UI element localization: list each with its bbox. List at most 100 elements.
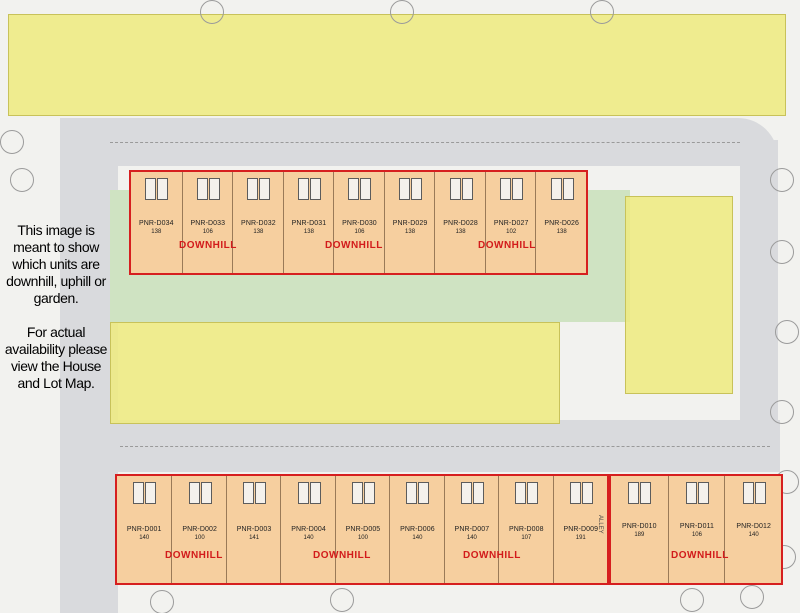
garden-block-right — [625, 196, 733, 394]
downhill-tag: DOWNHILL — [313, 550, 371, 561]
unit-id-label: PNR-D027 — [493, 220, 529, 227]
tree-icon — [770, 240, 794, 264]
unit-id-label: PNR-D026 — [544, 220, 580, 227]
unit-id-label: PNR-D007 — [454, 526, 490, 533]
garage-icon — [145, 482, 157, 504]
unit-size-label: 106 — [691, 532, 702, 538]
downhill-tag: DOWNHILL — [325, 240, 383, 251]
unit-id-label: PNR-D002 — [182, 526, 217, 533]
lot-unit: PNR-D001 140 — [117, 476, 171, 583]
unit-id-label: PNR-D005 — [345, 526, 381, 533]
unit-size-label: 106 — [354, 229, 365, 235]
unit-size-label: 138 — [303, 229, 314, 235]
garage-icon — [461, 178, 473, 200]
lot-unit: PNR-D030 106 — [333, 172, 385, 273]
garage-icon — [527, 482, 539, 504]
unit-size-label: 140 — [466, 535, 477, 541]
unit-id-label: PNR-D009 — [563, 526, 599, 533]
lot-unit: PNR-D028 138 — [434, 172, 486, 273]
garage-icon — [196, 178, 208, 200]
garage-icon — [460, 482, 472, 504]
lot-unit: PNR-D033 106 — [181, 172, 234, 273]
unit-id-label: PNR-D008 — [509, 526, 544, 533]
garage-icon — [259, 178, 271, 200]
unit-id-label: PNR-D032 — [241, 220, 276, 227]
garage-icon — [515, 482, 527, 504]
downhill-tag: DOWNHILL — [165, 550, 223, 561]
unit-id-label: PNR-D003 — [236, 526, 272, 533]
unit-size-label: 140 — [139, 535, 150, 541]
unit-size-label: 191 — [575, 535, 586, 541]
tree-icon — [740, 585, 764, 609]
tree-icon — [770, 168, 794, 192]
unit-size-label: 138 — [405, 229, 416, 235]
lot-unit: PNR-D002 100 — [171, 476, 226, 583]
garage-icon — [512, 178, 524, 200]
lot-unit: PNR-D005 100 — [334, 476, 390, 583]
unit-size-label: 138 — [253, 229, 264, 235]
unit-id-label: PNR-D010 — [622, 523, 657, 530]
lot-unit: PNR-D008 107 — [498, 476, 553, 583]
tree-icon — [330, 588, 354, 612]
downhill-tag: DOWNHILL — [671, 550, 729, 561]
lot-unit: PNR-D032 138 — [232, 172, 284, 273]
lot-unit: PNR-D009 191 — [552, 476, 608, 583]
garage-icon — [562, 178, 574, 200]
garage-icon — [360, 178, 372, 200]
tree-icon — [680, 588, 704, 612]
garage-icon — [406, 482, 418, 504]
unit-id-label: PNR-D033 — [190, 220, 226, 227]
tree-icon — [590, 0, 614, 24]
lot-unit: PNR-D003 141 — [225, 476, 281, 583]
tree-icon — [10, 168, 34, 192]
garage-icon — [348, 178, 360, 200]
unit-id-label: PNR-D030 — [342, 220, 377, 227]
garage-icon — [550, 178, 562, 200]
unit-id-label: PNR-D029 — [392, 220, 428, 227]
garage-icon — [157, 178, 169, 200]
garage-icon — [411, 178, 423, 200]
unit-size-label: 189 — [634, 532, 645, 538]
unit-id-label: PNR-D011 — [679, 523, 715, 530]
unit-size-label: 138 — [455, 229, 466, 235]
garage-icon — [297, 482, 309, 504]
garage-icon — [363, 482, 375, 504]
garage-icon — [697, 482, 709, 504]
unit-size-label: 106 — [202, 229, 213, 235]
unit-id-label: PNR-D001 — [126, 526, 162, 533]
garage-icon — [742, 482, 754, 504]
garage-icon — [628, 482, 640, 504]
garage-icon — [133, 482, 145, 504]
legend-note: This image is meant to show which units … — [4, 222, 108, 391]
unit-size-label: 107 — [521, 535, 532, 541]
tree-icon — [150, 590, 174, 613]
garage-icon — [243, 482, 255, 504]
garage-icon — [200, 482, 212, 504]
tree-icon — [770, 400, 794, 424]
unit-id-label: PNR-D012 — [736, 523, 771, 530]
garage-icon — [351, 482, 363, 504]
garage-icon — [247, 178, 259, 200]
lot-unit: PNR-D007 140 — [443, 476, 499, 583]
tree-icon — [775, 320, 799, 344]
unit-id-label: PNR-D004 — [291, 526, 326, 533]
garage-icon — [500, 178, 512, 200]
downhill-tag: DOWNHILL — [463, 550, 521, 561]
lot-unit: PNR-D011 106 — [667, 476, 726, 583]
unit-size-label: 141 — [249, 535, 260, 541]
unit-size-label: 100 — [357, 535, 368, 541]
downhill-tag: DOWNHILL — [179, 240, 237, 251]
road-left — [60, 118, 118, 613]
unit-id-label: PNR-D006 — [400, 526, 435, 533]
unit-id-label: PNR-D028 — [443, 220, 478, 227]
unit-size-label: 100 — [194, 535, 205, 541]
garage-icon — [685, 482, 697, 504]
garage-icon — [255, 482, 267, 504]
tree-icon — [390, 0, 414, 24]
